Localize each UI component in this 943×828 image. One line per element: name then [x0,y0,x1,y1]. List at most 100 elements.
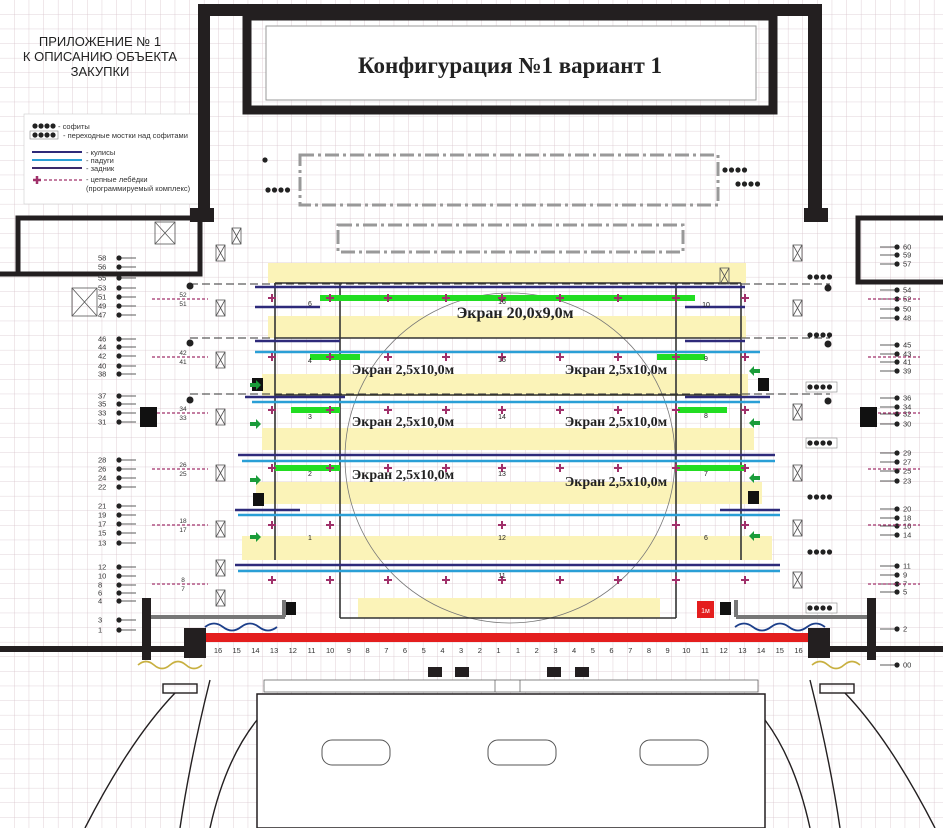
hoist-number: 57 [903,260,911,269]
winch-marker [741,576,749,584]
sofit-icon [32,123,56,129]
proscenium-number: 7 [628,646,632,655]
crossed-box-icon [215,589,226,607]
left-hoist-column: 5856555351494746444240383735333128262422… [98,254,136,635]
winch-number: 7 [181,586,185,593]
hoist-number: 27 [903,458,911,467]
winch-number: 33 [179,415,187,422]
winch-marker [384,406,392,414]
sofit-dot [265,187,271,193]
crossed-box-icon [215,559,226,577]
black-block [748,491,759,504]
sofit-dot [735,181,741,187]
box-cross [215,244,226,262]
proscenium-number: 13 [270,646,278,655]
hoist-number: 36 [903,394,911,403]
hoist-number: 17 [98,520,106,529]
hoist-dot [116,294,122,300]
crossed-box-icon [792,464,803,482]
hoist-number: 10 [98,572,106,581]
black-block [758,378,769,391]
hoist-dot [894,404,900,410]
winch-marker [498,353,506,361]
hoist-dot [116,564,122,570]
box [792,299,803,317]
sofit-dot [826,549,833,555]
winch-marker [326,464,334,472]
arrow-left-icon [749,366,760,376]
box [792,571,803,589]
hoist-number: 6 [98,589,102,598]
row-number-left: 6 [308,301,312,308]
side-screen-label: Экран 2,5x10,0м [352,415,455,430]
winch-number: 17 [179,527,187,534]
winch-marker [442,464,450,472]
side-screen-label: Экран 2,5x10,0м [565,363,668,378]
sofit-dot [820,332,826,338]
screen-bar [657,354,705,360]
hoist-number: 52 [903,295,911,304]
sofit-row-icon [265,187,291,193]
sofit-dot [826,494,833,500]
winch-marker [326,294,334,302]
proscenium-number: 1 [496,646,500,655]
winch-marker [442,353,450,361]
hoist-dot [894,662,900,668]
sofit-dot [824,397,832,405]
sofit-dot [824,340,832,348]
black-block [285,602,296,615]
legend-winches-note: (программируемый комплекс) [86,184,191,193]
sofit-dot [813,440,820,446]
hoist-number: 11 [903,562,911,571]
proscenium-number: 9 [666,646,670,655]
hoist-dot [116,540,122,546]
winch-marker [268,576,276,584]
hoist-dot [894,515,900,521]
winch-marker [741,294,749,302]
screen-bar [310,354,360,360]
winch-marker [268,406,276,414]
box [792,244,803,262]
winch-marker [614,464,622,472]
hoist-number: 00 [903,661,911,670]
box [215,589,226,607]
hoist-number: 49 [98,302,106,311]
box-cross [215,589,226,607]
sofit-dot [813,384,820,390]
hoist-dot [116,410,122,416]
hoist-dot [116,598,122,604]
sofit-row-icon [805,602,838,614]
hoist-dot [116,475,122,481]
sofit-dot [807,494,813,500]
legend-kulisy: - кулисы [86,148,115,157]
row-number-left: 2 [308,471,312,478]
hoist-number: 33 [98,409,106,418]
winch-marker [741,521,749,529]
box-cross [215,299,226,317]
proscenium-number: 1 [516,646,520,655]
box-cross [154,221,176,245]
legend-bridges: - переходные мостки над софитами [63,131,188,140]
hoist-dot [894,581,900,587]
hoist-dot [116,419,122,425]
hoist-number: 60 [903,243,911,252]
box [215,520,226,538]
sofit-dot [722,167,728,173]
hoist-number: 8 [98,581,102,590]
winch-marker [268,521,276,529]
winch-marker [498,464,506,472]
right-wave-curtain [734,622,826,632]
winch-marker [498,521,506,529]
hoist-dot [116,582,122,588]
hoist-number: 24 [98,474,106,483]
box [215,559,226,577]
sofit-dot [807,332,813,338]
winch-number: 18 [179,518,187,525]
bridge-icon [29,130,59,140]
winch-marker [556,464,564,472]
winch-marker [741,406,749,414]
box-cross [792,464,803,482]
row-number-right: 9 [704,356,708,363]
crossed-box-icon [215,351,226,369]
arrow-left-icon [749,418,760,428]
